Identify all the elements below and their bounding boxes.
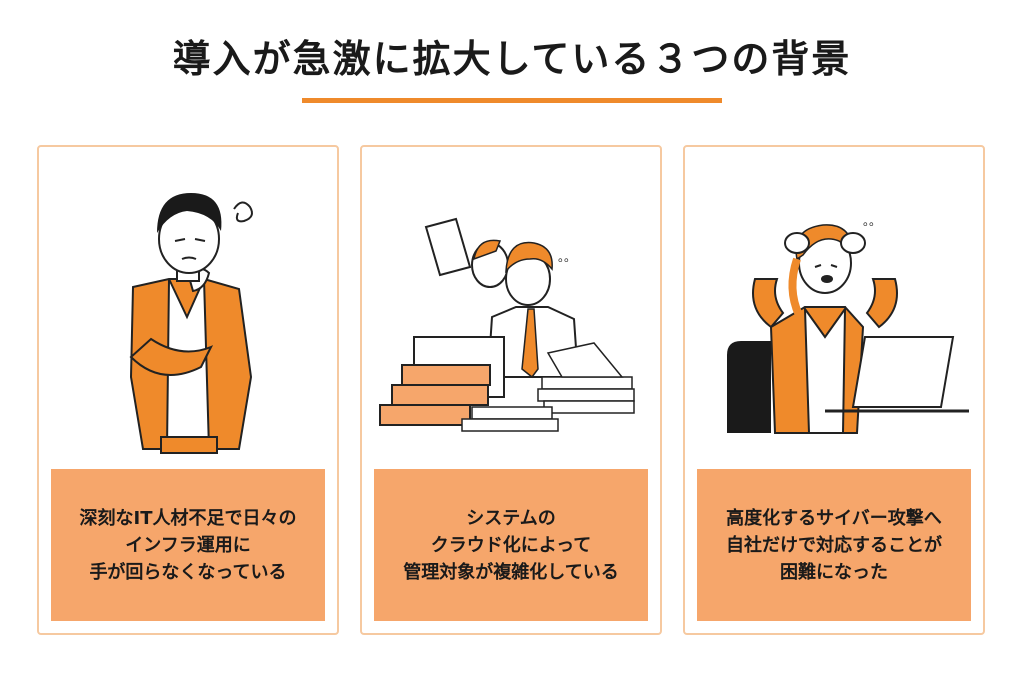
caption-line: インフラ運用に — [125, 534, 251, 556]
caption-line: 深刻なIT人材不足で日々の — [79, 507, 297, 529]
svg-text:。。: 。。 — [558, 250, 576, 264]
caption-box-2: システムの クラウド化によって 管理対象が複雑化している — [374, 469, 648, 621]
reason-card-3: 。。 高度化するサイバー攻撃へ 自社だけで対応することが 困難になった — [683, 145, 985, 635]
stressed-woman-illustration: 。。 — [727, 214, 969, 434]
title-underline — [302, 98, 722, 103]
caption-line: 自社だけで対応することが — [726, 534, 942, 556]
caption-line: 手が回らなくなっている — [89, 561, 287, 583]
caption-line: クラウド化によって — [430, 534, 592, 556]
reason-card-2: 。。 システムの クラウド化によって 管理対象が複雑化している — [360, 145, 662, 635]
reason-card-1: 深刻なIT人材不足で日々の インフラ運用に 手が回らなくなっている — [37, 145, 339, 635]
svg-text:。。: 。。 — [863, 214, 881, 228]
overwhelmed-workers-illustration: 。。 — [379, 217, 635, 432]
caption-line: 困難になった — [780, 561, 888, 583]
caption-box-3: 高度化するサイバー攻撃へ 自社だけで対応することが 困難になった — [697, 469, 971, 621]
caption-box-1: 深刻なIT人材不足で日々の インフラ運用に 手が回らなくなっている — [51, 469, 325, 621]
caption-line: 管理対象が複雑化している — [403, 561, 619, 583]
caption-line: システムの — [466, 507, 556, 529]
thinking-man-illustration — [129, 193, 253, 454]
caption-line: 高度化するサイバー攻撃へ — [726, 507, 942, 529]
page-title: 導入が急激に拡大している３つの背景 — [172, 37, 852, 81]
